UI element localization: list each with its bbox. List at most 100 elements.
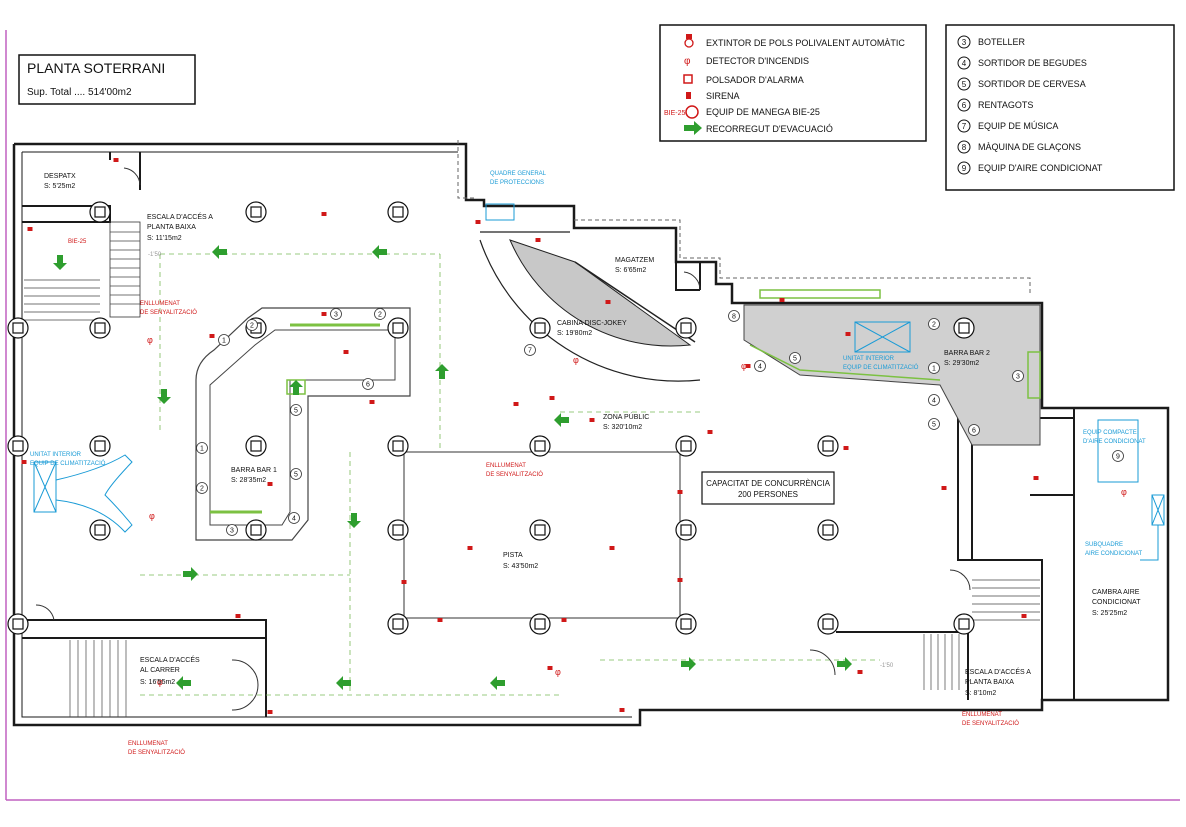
equipment-number: 3 (230, 528, 234, 535)
equipment-number-badge (754, 360, 766, 372)
equipment-number: 1 (932, 366, 936, 373)
alarm-marker (475, 220, 481, 224)
legend-item-label: POLSADOR D'ALARMA (706, 75, 804, 85)
capacity-line2: 200 PERSONES (738, 490, 798, 499)
evacuation-arrow-icon (176, 676, 191, 690)
plan-title: PLANTA SOTERRANI (27, 60, 165, 76)
legend-number-badge (957, 161, 971, 175)
equipment-number: 7 (528, 348, 532, 355)
lighting-label-4b: DE SENYALITZACIÓ (962, 720, 1019, 727)
subquadre-label-2: AIRE CONDICIONAT (1085, 551, 1143, 557)
smoke-detector-icon: φ (741, 361, 747, 371)
alarm-marker (401, 580, 407, 584)
legend-number-badge (957, 140, 971, 154)
equipment-number-badge (928, 394, 940, 406)
legend-item-label: EQUIP DE MANEGA BIE-25 (706, 107, 820, 117)
equipment-number-badge (196, 442, 208, 454)
equipment-number: 3 (334, 312, 338, 319)
hose-tag: BIE-25 (664, 110, 686, 117)
column-pillar (89, 519, 111, 541)
compact-label-2: D'AIRE CONDICIONAT (1083, 439, 1146, 445)
lighting-label-2b: DE SENYALITZACIÓ (486, 471, 543, 478)
legend-item-label: DETECTOR D'INCENDIS (706, 56, 809, 66)
equipment-number-badge (330, 308, 342, 320)
room-escala-1b: PLANTA BAIXA (147, 224, 196, 231)
room-escala-2: ESCALA D'ACCÉS A (965, 667, 1031, 676)
alarm-marker (535, 238, 541, 242)
room-barra2-area: S: 29'30m2 (944, 360, 979, 367)
equipment-number-badge (968, 424, 980, 436)
equipment-number: 2 (250, 323, 254, 330)
alarm-marker (609, 546, 615, 550)
legend-number-badge (957, 35, 971, 49)
alarm-marker (369, 400, 375, 404)
smoke-detector-icon: φ (684, 56, 691, 67)
room-pista: PISTA (503, 552, 523, 559)
alarm-marker (1021, 614, 1027, 618)
smoke-detector-icon: φ (149, 511, 155, 521)
equipment-number: 2 (932, 322, 936, 329)
smoke-detector-icon: φ (555, 667, 561, 677)
room-escala-2-area: S: 8'10m2 (965, 690, 996, 697)
evacuation-arrow-icon (212, 245, 227, 259)
room-barra1-area: S: 28'35m2 (231, 477, 266, 484)
column-pillar (89, 317, 111, 339)
equipment-number: 5 (294, 408, 298, 415)
column-pillar (89, 435, 111, 457)
alarm-marker (779, 298, 785, 302)
hvac-unit-left (33, 454, 133, 533)
legend-number: 4 (962, 59, 967, 68)
column-pillar (387, 613, 409, 635)
column-pillar (675, 435, 697, 457)
equipment-number-badge (290, 468, 302, 480)
legend-equipment-label: SORTIDOR DE CERVESA (978, 79, 1086, 89)
bar-2 (743, 289, 1041, 446)
legend-number-badge (957, 77, 971, 91)
room-magatzem: MAGATZEM (615, 257, 654, 264)
room-pista-area: S: 43'50m2 (503, 563, 538, 570)
plan-surface: Sup. Total .... 514'00m2 (27, 87, 132, 98)
alarm-marker (561, 618, 567, 622)
doors (35, 167, 971, 711)
subquadre-label-1: SUBQUADRE (1085, 542, 1123, 548)
equipment-number-badge (196, 482, 208, 494)
column-pillar (529, 435, 551, 457)
room-escala-carrer-b: AL CARRER (140, 667, 180, 674)
room-despatx-area: S: 5'25m2 (44, 183, 75, 190)
column-pillar (245, 519, 267, 541)
hvac-b-label-2: EQUIP DE CLIMATITZACIÓ (843, 364, 919, 371)
annotation-labels: QUADRE GENERAL DE PROTECCIONS UNITAT INT… (30, 171, 1146, 756)
column-pillar (89, 201, 111, 223)
alarm-marker (113, 158, 119, 162)
equipment-number: 2 (200, 486, 204, 493)
room-magatzem-area: S: 6'65m2 (615, 267, 646, 274)
room-cabina-area: S: 19'80m2 (557, 330, 592, 337)
alarm-marker (467, 546, 473, 550)
alarm-marker (513, 402, 519, 406)
lighting-label-1b: DE SENYALITZACIÓ (140, 309, 197, 316)
column-pillar (675, 317, 697, 339)
legend-number: 8 (962, 143, 967, 152)
alarm-marker (619, 708, 625, 712)
building-outline (12, 142, 1170, 727)
equipment-number-badge (362, 378, 374, 390)
column-pillar (387, 317, 409, 339)
alarm-marker (267, 482, 273, 486)
alarm-marker (321, 212, 327, 216)
compact-label-1: EQUIP COMPACTE (1083, 430, 1137, 436)
hvac-label-2: EQUIP DE CLIMATITZACIÓ (30, 460, 106, 467)
column-pillar (529, 317, 551, 339)
equipment-number: 4 (758, 364, 762, 371)
room-escala-carrer-area: S: 16'55m2 (140, 679, 175, 686)
legend-number-badge (957, 56, 971, 70)
room-escala-carrer: ESCALA D'ACCÉS (140, 655, 200, 664)
room-escala-2b: PLANTA BAIXA (965, 679, 1014, 686)
alarm-marker (437, 618, 443, 622)
capacity-line1: CAPACITAT DE CONCURRÈNCIA (706, 479, 831, 488)
room-cambra-aire: CAMBRA AIRE (1092, 589, 1140, 596)
evacuation-arrow-icon (289, 380, 303, 395)
alarm-marker (1033, 476, 1039, 480)
column-pillar (529, 519, 551, 541)
alarm-marker (707, 430, 713, 434)
